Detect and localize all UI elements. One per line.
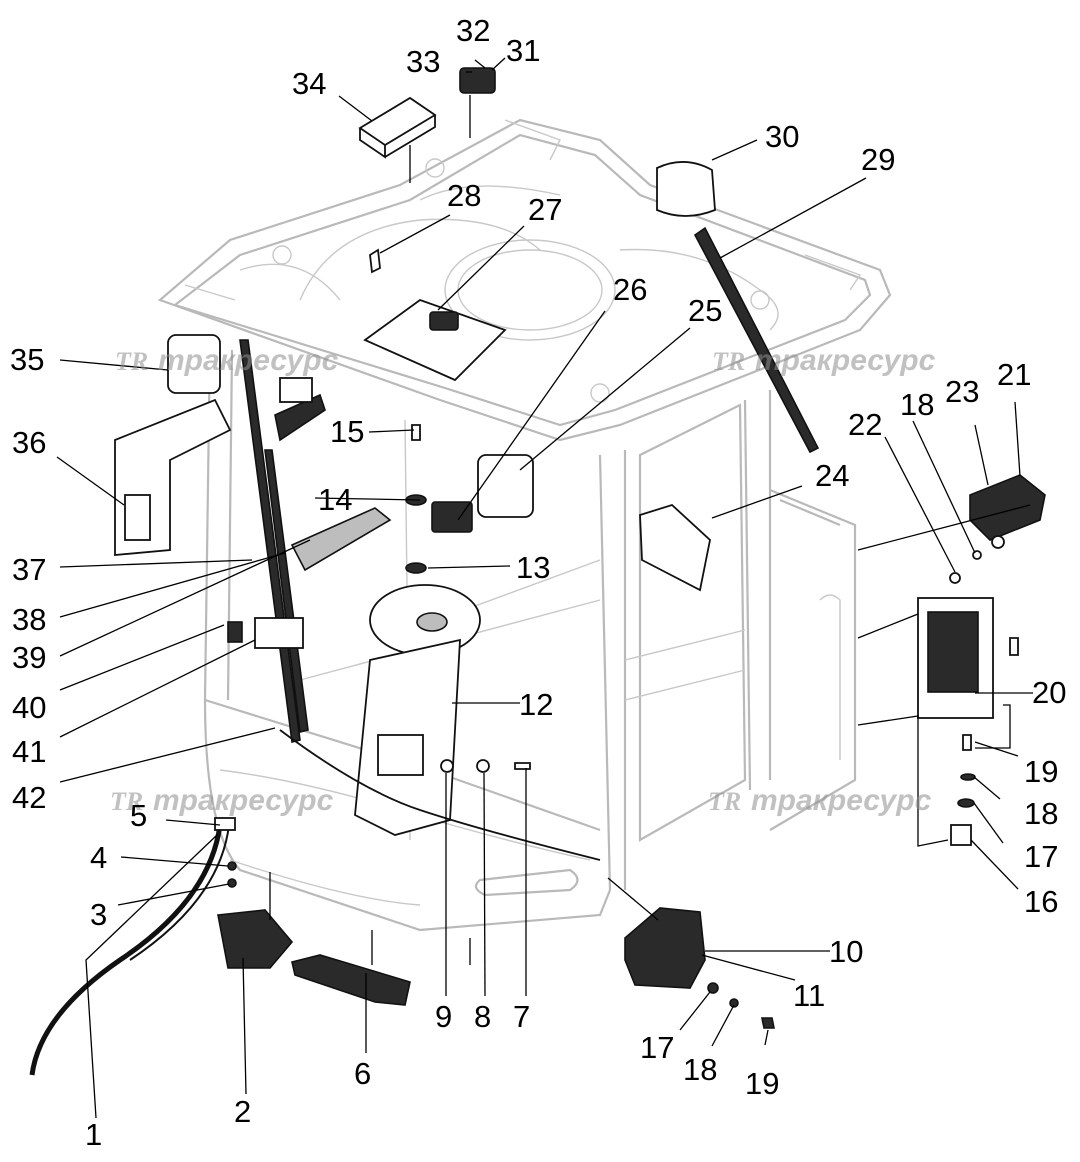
callout-13: 13 — [516, 550, 550, 585]
svg-text:тракресурс: тракресурс — [755, 344, 936, 377]
callout-40: 40 — [12, 690, 46, 725]
svg-text:тракресурс: тракресурс — [751, 784, 932, 817]
callout-3: 3 — [90, 897, 107, 932]
part-26-switch — [431, 501, 473, 533]
callout-22: 22 — [848, 407, 882, 442]
callout-11: 11 — [793, 978, 825, 1013]
part-30-beacon — [656, 161, 716, 217]
callout-41: 41 — [12, 734, 46, 769]
part-35-mirror — [167, 334, 221, 394]
part-21-module — [969, 474, 1046, 541]
callout-36: 36 — [12, 425, 46, 460]
part-34-box — [358, 96, 437, 159]
svg-text:TR: TR — [712, 347, 745, 376]
svg-text:тракресурс: тракресурс — [158, 344, 339, 377]
callout-21: 21 — [997, 357, 1031, 392]
callout-18-top: 18 — [900, 387, 934, 422]
callout-17-bottom: 17 — [640, 1030, 674, 1065]
callout-8: 8 — [474, 999, 491, 1034]
watermark: TR тракресурс TR тракресурс TR тракресур… — [110, 344, 936, 817]
part-10-housing — [624, 907, 706, 989]
callout-10: 10 — [829, 934, 863, 969]
callout-19-right: 19 — [1024, 754, 1058, 789]
callout-14: 14 — [318, 482, 352, 517]
svg-text:TR: TR — [110, 787, 143, 816]
callout-12: 12 — [519, 687, 553, 722]
callout-25: 25 — [688, 293, 722, 328]
callout-23: 23 — [945, 374, 979, 409]
callout-18-bottom: 18 — [683, 1052, 717, 1087]
callout-34: 34 — [292, 66, 326, 101]
callout-16: 16 — [1024, 884, 1058, 919]
cab-outline — [157, 118, 892, 932]
callout-42: 42 — [12, 780, 46, 815]
callout-9: 9 — [435, 999, 452, 1034]
svg-text:тракресурс: тракресурс — [153, 784, 334, 817]
part-25-mirror — [477, 454, 534, 518]
part-29-wiper — [693, 226, 820, 454]
part-41-block — [254, 617, 304, 649]
svg-text:TR: TR — [115, 347, 148, 376]
callout-27: 27 — [528, 192, 562, 227]
part-16-relay — [950, 824, 972, 846]
callout-2: 2 — [234, 1094, 251, 1129]
callout-15: 15 — [330, 414, 364, 449]
callout-1: 1 — [85, 1117, 102, 1152]
callout-29: 29 — [861, 142, 895, 177]
callout-26: 26 — [613, 272, 647, 307]
callout-20: 20 — [1032, 675, 1066, 710]
part-1-cable — [29, 824, 223, 1076]
callout-39: 39 — [12, 640, 46, 675]
part-39-switch-panel — [290, 507, 392, 572]
callout-37: 37 — [12, 552, 46, 587]
callout-6: 6 — [354, 1056, 371, 1091]
callout-33: 33 — [406, 44, 440, 79]
parts — [29, 67, 1046, 1076]
part-6-panel — [291, 954, 411, 1006]
part-31-switch — [459, 67, 496, 94]
callout-4: 4 — [90, 840, 107, 875]
part-2-pedal — [217, 909, 294, 969]
callout-5: 5 — [130, 798, 147, 833]
callout-38: 38 — [12, 602, 46, 637]
callout-32: 32 — [456, 13, 490, 48]
callout-7: 7 — [513, 999, 530, 1034]
svg-text:TR: TR — [708, 787, 741, 816]
callout-31: 31 — [506, 33, 540, 68]
callout-18-right: 18 — [1024, 796, 1058, 831]
callout-28: 28 — [447, 178, 481, 213]
callout-19-bottom: 19 — [745, 1066, 779, 1101]
callout-30: 30 — [765, 119, 799, 154]
part-27-ceiling-light — [363, 298, 507, 382]
callout-24: 24 — [815, 458, 849, 493]
callout-35: 35 — [10, 342, 44, 377]
part-24-control-module — [639, 503, 711, 592]
callout-17-right: 17 — [1024, 839, 1058, 874]
callout-labels: 1 2 3 4 5 6 7 8 9 10 11 12 13 14 15 16 1… — [10, 13, 1066, 1152]
leader-lines — [56, 57, 1033, 1119]
